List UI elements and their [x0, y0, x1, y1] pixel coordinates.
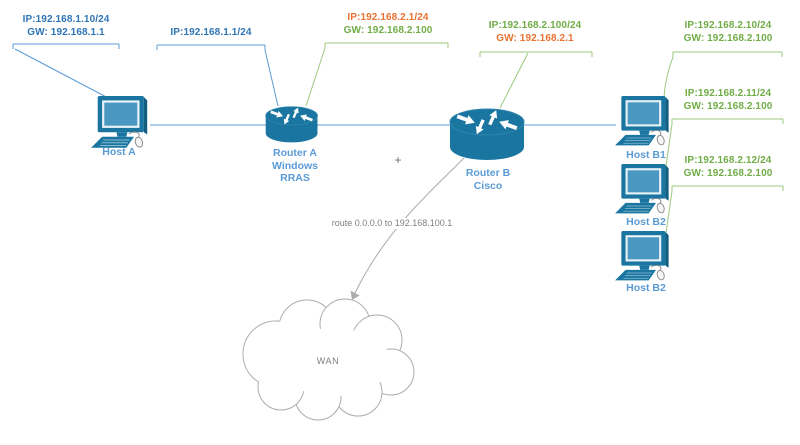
- host-b3-label: Host B2: [626, 282, 666, 294]
- router-a-label: Router A Windows RRAS: [272, 147, 318, 185]
- callout-router-a-lan-ip: IP:192.168.1.1/24: [170, 27, 252, 38]
- host-a-icon: [90, 95, 148, 149]
- host-b1-label: Host B1: [626, 149, 666, 161]
- callout-router-a-wan-bracket: [305, 42, 449, 107]
- route-annotation: route 0.0.0.0 to 192.168.100.1: [329, 218, 455, 229]
- callout-host-a: IP:192.168.1.10/24 GW: 192.168.1.1: [23, 13, 110, 39]
- callout-router-a-lan-bracket: [156, 44, 279, 107]
- callout-router-a-wan-gw: GW: 192.168.2.100: [343, 25, 433, 36]
- router-b-icon: [449, 108, 525, 161]
- callout-host-a-ip: IP:192.168.1.10/24: [22, 14, 110, 25]
- callout-host-b3-gw: GW: 192.168.2.100: [683, 168, 773, 179]
- router-a-label-line3: RRAS: [280, 172, 310, 184]
- wan-label: WAN: [316, 356, 340, 366]
- callout-router-a-wan-ip: IP:192.168.2.1/24: [347, 12, 429, 23]
- router-b-label: Router B Cisco: [466, 167, 510, 192]
- host-b2-label: Host B2: [626, 216, 666, 228]
- host-a-label: Host A: [102, 146, 136, 158]
- callout-host-b3-bracket: [665, 185, 784, 234]
- callout-router-b-gw: GW: 192.168.2.1: [496, 33, 574, 44]
- host-b2-icon: [614, 163, 670, 215]
- callout-host-b1-bracket: [663, 51, 783, 99]
- callout-router-a-lan: IP:192.168.1.1/24: [170, 26, 251, 39]
- callout-host-a-gw: GW: 192.168.1.1: [27, 27, 105, 38]
- route-arrowhead: [350, 290, 360, 300]
- router-a-icon: [265, 106, 318, 143]
- callout-host-b2-ip: IP:192.168.2.11/24: [684, 88, 772, 99]
- connector-plus-mark: +: [394, 153, 402, 167]
- callout-router-b: IP:192.168.2.100/24 GW: 192.168.2.1: [489, 19, 582, 45]
- router-a-label-line2: Windows: [272, 159, 318, 172]
- callout-host-b1-gw: GW: 192.168.2.100: [683, 33, 773, 44]
- router-b-label-line1: Router B: [465, 167, 511, 179]
- callout-router-b-ip: IP:192.168.2.100/24: [488, 20, 582, 31]
- callout-router-a-wan: IP:192.168.2.1/24 GW: 192.168.2.100: [344, 11, 433, 37]
- callout-host-b1: IP:192.168.2.10/24 GW: 192.168.2.100: [684, 19, 773, 45]
- callout-host-b3: IP:192.168.2.12/24 GW: 192.168.2.100: [684, 154, 773, 180]
- callout-host-b3-ip: IP:192.168.2.12/24: [684, 155, 772, 166]
- router-b-label-line2: Cisco: [473, 179, 503, 192]
- callout-host-a-bracket: [12, 43, 120, 101]
- wan-cloud-icon: [242, 298, 415, 421]
- callout-router-b-bracket: [479, 51, 593, 109]
- route-curve: [354, 157, 465, 294]
- callout-host-b2: IP:192.168.2.11/24 GW: 192.168.2.100: [684, 87, 773, 113]
- callout-host-b1-ip: IP:192.168.2.10/24: [684, 20, 772, 31]
- host-b3-icon: [614, 230, 670, 282]
- callout-host-b2-bracket: [665, 118, 784, 167]
- router-a-label-line1: Router A: [273, 147, 317, 159]
- callout-host-b2-gw: GW: 192.168.2.100: [683, 101, 773, 112]
- host-b1-icon: [614, 95, 670, 147]
